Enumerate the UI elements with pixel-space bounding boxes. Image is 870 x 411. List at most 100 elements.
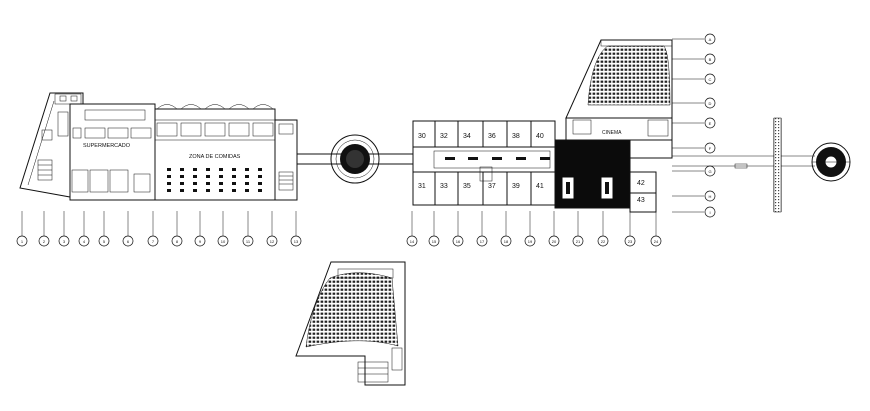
shop-number: 43 bbox=[637, 197, 645, 204]
cinema-block: CINEMA bbox=[554, 39, 673, 213]
grid-label: H bbox=[709, 194, 712, 199]
grid-label: 21 bbox=[576, 239, 581, 244]
grid-label: 7 bbox=[152, 239, 155, 244]
shop-number: 42 bbox=[637, 180, 645, 187]
grid-bubble bbox=[524, 235, 536, 247]
shop-number: 31 bbox=[418, 183, 426, 190]
grid-label: 9 bbox=[199, 239, 202, 244]
grid-bubble bbox=[217, 235, 229, 247]
grid-label: 10 bbox=[221, 239, 226, 244]
shop-number: 30 bbox=[418, 133, 426, 140]
shop-number: 41 bbox=[536, 183, 544, 190]
table bbox=[232, 168, 236, 171]
grid-bubble bbox=[290, 235, 302, 247]
grid-label: 24 bbox=[654, 239, 659, 244]
grid-label: 16 bbox=[456, 239, 461, 244]
bench bbox=[445, 157, 455, 160]
food-court-label: ZONA DE COMIDAS bbox=[189, 154, 241, 160]
kiosk-roof bbox=[204, 104, 226, 110]
table bbox=[219, 168, 223, 171]
grid-label: 15 bbox=[432, 239, 437, 244]
grid-bubble bbox=[194, 235, 206, 247]
grid-bubble bbox=[16, 235, 28, 247]
grid-label: A bbox=[709, 37, 712, 42]
grid-label: 23 bbox=[628, 239, 633, 244]
table bbox=[206, 168, 210, 171]
kiosk bbox=[252, 122, 274, 137]
cinema-label: CINEMA bbox=[602, 130, 622, 136]
shop-number: 39 bbox=[512, 183, 520, 190]
grid-label: 3 bbox=[63, 239, 66, 244]
grid-label: 12 bbox=[270, 239, 275, 244]
bench bbox=[492, 157, 502, 160]
grid-bubble bbox=[624, 235, 636, 247]
table bbox=[193, 168, 197, 171]
table bbox=[245, 168, 249, 171]
grid-bubble bbox=[122, 235, 134, 247]
table bbox=[258, 168, 262, 171]
grid-bubble bbox=[572, 235, 584, 247]
grid-bubble bbox=[704, 117, 716, 129]
grid-label: 13 bbox=[294, 239, 299, 244]
kiosk bbox=[180, 122, 202, 137]
grid-label: 4 bbox=[83, 239, 86, 244]
grid-label: 20 bbox=[552, 239, 557, 244]
table bbox=[180, 189, 184, 192]
kiosk-roof bbox=[228, 104, 250, 110]
grid-bubble bbox=[704, 206, 716, 218]
grid-label: 17 bbox=[480, 239, 485, 244]
shop-number: 35 bbox=[463, 183, 471, 190]
grid-bubble bbox=[147, 235, 159, 247]
grid-bubble bbox=[704, 97, 716, 109]
kiosk bbox=[204, 122, 226, 137]
table bbox=[193, 189, 197, 192]
shop-number: 37 bbox=[488, 183, 496, 190]
grid-bubble bbox=[597, 235, 609, 247]
table bbox=[167, 189, 171, 192]
grid-bubble bbox=[704, 142, 716, 154]
grid-bubble bbox=[476, 235, 488, 247]
shop-number: 34 bbox=[463, 133, 471, 140]
grid-bubble bbox=[266, 235, 278, 247]
shop-number: 40 bbox=[536, 133, 544, 140]
grid-label: 22 bbox=[601, 239, 606, 244]
bench bbox=[540, 157, 550, 160]
grid-bubble bbox=[78, 235, 90, 247]
grid-bubble bbox=[704, 53, 716, 65]
food-court-block: ZONA DE COMIDAS bbox=[154, 104, 298, 201]
grid-bubble bbox=[704, 165, 716, 177]
supermarket-block: SUPERMERCADO bbox=[19, 92, 156, 201]
food-kiosks bbox=[156, 104, 274, 137]
kiosk bbox=[156, 122, 178, 137]
grid-label: I bbox=[709, 210, 710, 215]
table bbox=[180, 175, 184, 178]
grid-bubble bbox=[704, 73, 716, 85]
grid-bubble bbox=[406, 235, 418, 247]
table bbox=[232, 189, 236, 192]
grid-bubble bbox=[428, 235, 440, 247]
table bbox=[232, 182, 236, 185]
grid-label: 8 bbox=[176, 239, 179, 244]
grid-bubble bbox=[548, 235, 560, 247]
shop-number: 38 bbox=[512, 133, 520, 140]
table bbox=[245, 182, 249, 185]
table bbox=[167, 182, 171, 185]
food-court-tables bbox=[167, 168, 262, 192]
corridor-benches bbox=[445, 157, 550, 160]
table bbox=[193, 175, 197, 178]
shop-number: 36 bbox=[488, 133, 496, 140]
table bbox=[245, 189, 249, 192]
bench bbox=[468, 157, 478, 160]
grid-label: 6 bbox=[127, 239, 130, 244]
grid-label: F bbox=[709, 146, 712, 151]
grid-label: 5 bbox=[103, 239, 106, 244]
grid-bubble bbox=[38, 235, 50, 247]
grid-label: 11 bbox=[246, 239, 251, 244]
grid-bubble bbox=[98, 235, 110, 247]
grid-bubble bbox=[171, 235, 183, 247]
table bbox=[219, 189, 223, 192]
table bbox=[258, 175, 262, 178]
